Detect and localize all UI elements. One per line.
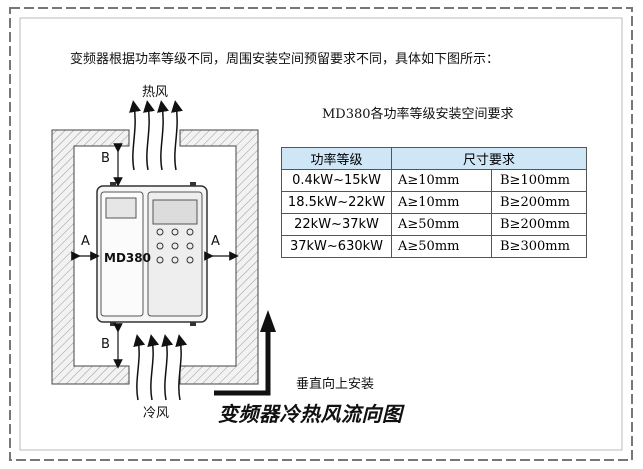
stamp-border	[9, 7, 633, 461]
power-cell: 37kW~630kW	[281, 235, 392, 258]
hot-air-arrows	[129, 100, 183, 171]
power-cell: 22kW~37kW	[281, 213, 392, 236]
power-cell: 0.4kW~15kW	[281, 169, 392, 192]
inner-border	[19, 17, 623, 451]
table-row: 22kW~37kW A≥50mm B≥200mm	[281, 213, 587, 236]
diagram-caption: 变频器冷热风流向图	[218, 402, 403, 426]
clearance-label-b-top: B	[101, 151, 110, 166]
table-row: 0.4kW~15kW A≥10mm B≥100mm	[281, 169, 587, 192]
clearance-spec-table: 功率等级 尺寸要求 0.4kW~15kW A≥10mm B≥100mm 18.5…	[281, 147, 587, 258]
b-cell: B≥100mm	[491, 169, 587, 192]
b-cell: B≥300mm	[491, 235, 587, 258]
cold-air-arrows	[133, 334, 188, 401]
a-cell: A≥50mm	[391, 213, 492, 236]
table-header-row: 功率等级 尺寸要求	[281, 147, 587, 170]
vertical-install-note: 垂直向上安装	[296, 377, 375, 392]
a-cell: A≥10mm	[391, 169, 492, 192]
intro-text: 变频器根据功率等级不同，周围安装空间预留要求不同，具体如下图所示：	[70, 52, 500, 67]
inverter-device	[96, 182, 208, 326]
header-size: 尺寸要求	[391, 147, 587, 170]
clearance-label-b-bottom: B	[101, 337, 110, 352]
a-cell: A≥10mm	[391, 191, 492, 214]
header-power: 功率等级	[281, 147, 392, 170]
b-cell: B≥200mm	[491, 191, 587, 214]
b-cell: B≥200mm	[491, 213, 587, 236]
cabinet-enclosure	[51, 129, 130, 385]
hot-air-label: 热风	[142, 85, 169, 100]
a-cell: A≥50mm	[391, 235, 492, 258]
table-title: MD380各功率等级安装空间要求	[322, 107, 514, 122]
clearance-label-a-right: A	[211, 234, 220, 249]
clearance-label-a-left: A	[81, 234, 90, 249]
table-row: 18.5kW~22kW A≥10mm B≥200mm	[281, 191, 587, 214]
cold-air-label: 冷风	[143, 406, 170, 421]
device-label: MD380	[104, 251, 151, 265]
power-cell: 18.5kW~22kW	[281, 191, 392, 214]
vertical-install-arrow	[214, 310, 276, 396]
table-row: 37kW~630kW A≥50mm B≥300mm	[281, 235, 587, 258]
